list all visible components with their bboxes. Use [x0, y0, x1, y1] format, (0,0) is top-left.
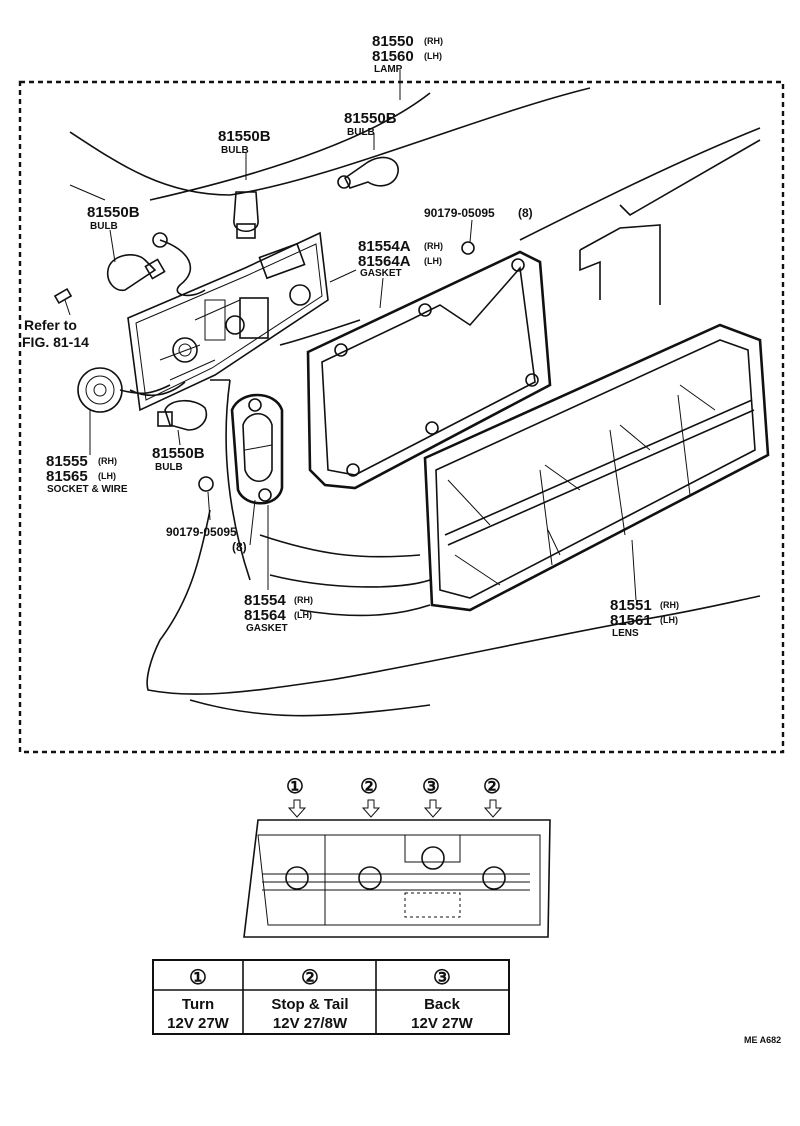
bulb-top-left-part	[233, 191, 259, 239]
lamp-housing	[127, 231, 329, 412]
lamp-lh-side: (LH)	[424, 51, 442, 61]
bulb-top-right-part	[337, 156, 399, 189]
bulb-left-number: 81550B	[87, 204, 140, 221]
socket-and-wire	[77, 232, 206, 413]
table-rating-1: 12V 27W	[167, 1015, 230, 1032]
table-header-2: ②	[301, 967, 319, 989]
diagram-code: ME A682	[744, 1035, 781, 1045]
bulb-lower-part	[157, 399, 207, 431]
bulb-top-left-name: BULB	[221, 145, 249, 156]
gasket-b-name: GASKET	[246, 623, 288, 634]
nut-lower-part	[198, 476, 214, 492]
bulb-left-part	[106, 254, 166, 292]
gasket-a-part	[306, 250, 552, 490]
position-marker-2a: ②	[360, 776, 378, 798]
label-refer: Refer to FIG. 81-14	[22, 317, 89, 350]
gasket-a-lh-number: 81564A	[358, 253, 411, 270]
refer-line-1: Refer to	[24, 317, 77, 333]
label-bulb-top-left: 81550B BULB	[218, 128, 271, 156]
bulb-lower-name: BULB	[155, 462, 183, 473]
position-marker-1: ①	[286, 776, 304, 798]
table-rating-3: 12V 27W	[411, 1015, 474, 1032]
label-nut-lower: 90179-05095 (8)	[166, 525, 247, 554]
nut-lower-qty: (8)	[232, 540, 247, 554]
gasket-a-lh-side: (LH)	[424, 256, 442, 266]
socket-lh-side: (LH)	[98, 471, 116, 481]
gasket-b-lh-number: 81564	[244, 607, 286, 624]
nut-upper-qty: (8)	[518, 206, 533, 220]
table-function-2: Stop & Tail	[271, 996, 348, 1013]
table-rating-2: 12V 27/8W	[273, 1015, 348, 1032]
refer-line-2: FIG. 81-14	[22, 334, 89, 350]
lens-name: LENS	[612, 628, 639, 639]
lamp-lh-number: 81560	[372, 48, 414, 65]
gasket-a-rh-side: (RH)	[424, 241, 443, 251]
label-gasket-b: 81554 (RH) 81564 (LH) GASKET	[244, 592, 313, 634]
lens-rh-side: (RH)	[660, 600, 679, 610]
assembly-frame	[18, 80, 785, 754]
arrow-down-icon	[483, 799, 503, 818]
label-socket: 81555 (RH) 81565 (LH) SOCKET & WIRE	[46, 453, 128, 495]
bulb-top-left-number: 81550B	[218, 128, 271, 145]
lamp-rh-side: (RH)	[424, 36, 443, 46]
arrow-down-icon	[287, 799, 307, 818]
bulb-position-diagram: ① ② ③ ②	[243, 776, 551, 938]
lamp-rh-number: 81550	[372, 33, 414, 50]
leader-lines	[64, 70, 637, 601]
gasket-a-name: GASKET	[360, 268, 402, 279]
label-lamp: 81550 (RH) 81560 (LH) LAMP	[372, 33, 443, 75]
clip-part	[53, 287, 73, 305]
table-function-3: Back	[424, 996, 461, 1013]
gasket-a-rh-number: 81554A	[358, 238, 411, 255]
lens-rh-number: 81551	[610, 597, 652, 614]
vehicle-body-outline	[69, 87, 761, 717]
socket-lh-number: 81565	[46, 468, 88, 485]
lens-lh-side: (LH)	[660, 615, 678, 625]
gasket-b-part	[230, 393, 284, 505]
socket-name: SOCKET & WIRE	[47, 484, 128, 495]
bulb-lower-number: 81550B	[152, 445, 205, 462]
lamp-name: LAMP	[374, 64, 403, 75]
lens-lh-number: 81561	[610, 612, 652, 629]
socket-rh-side: (RH)	[98, 456, 117, 466]
label-bulb-lower: 81550B BULB	[152, 445, 205, 473]
label-gasket-a: 81554A (RH) 81564A (LH) GASKET	[358, 238, 443, 279]
bulb-spec-table: ① ② ③ Turn Stop & Tail Back 12V 27W 12V …	[152, 959, 510, 1035]
gasket-b-rh-number: 81554	[244, 592, 286, 609]
label-bulb-left: 81550B BULB	[87, 204, 140, 232]
gasket-b-lh-side: (LH)	[294, 610, 312, 620]
bulb-top-right-name: BULB	[347, 127, 375, 138]
table-header-3: ③	[433, 967, 451, 989]
label-bulb-top-right: 81550B BULB	[344, 110, 397, 138]
label-lens: 81551 (RH) 81561 (LH) LENS	[610, 597, 679, 639]
socket-rh-number: 81555	[46, 453, 88, 470]
nut-upper-number: 90179-05095	[424, 206, 495, 220]
bulb-top-right-number: 81550B	[344, 110, 397, 127]
position-marker-2b: ②	[483, 776, 501, 798]
table-header-1: ①	[189, 967, 207, 989]
nut-lower-number: 90179-05095	[166, 525, 237, 539]
gasket-b-rh-side: (RH)	[294, 595, 313, 605]
label-nut-upper: 90179-05095 (8)	[424, 206, 533, 220]
position-marker-3: ③	[422, 776, 440, 798]
arrow-down-icon	[361, 799, 381, 818]
arrow-down-icon	[423, 799, 443, 818]
nut-upper-part	[461, 241, 475, 255]
lens-part	[423, 323, 770, 612]
table-function-1: Turn	[182, 996, 214, 1013]
bulb-left-name: BULB	[90, 221, 118, 232]
